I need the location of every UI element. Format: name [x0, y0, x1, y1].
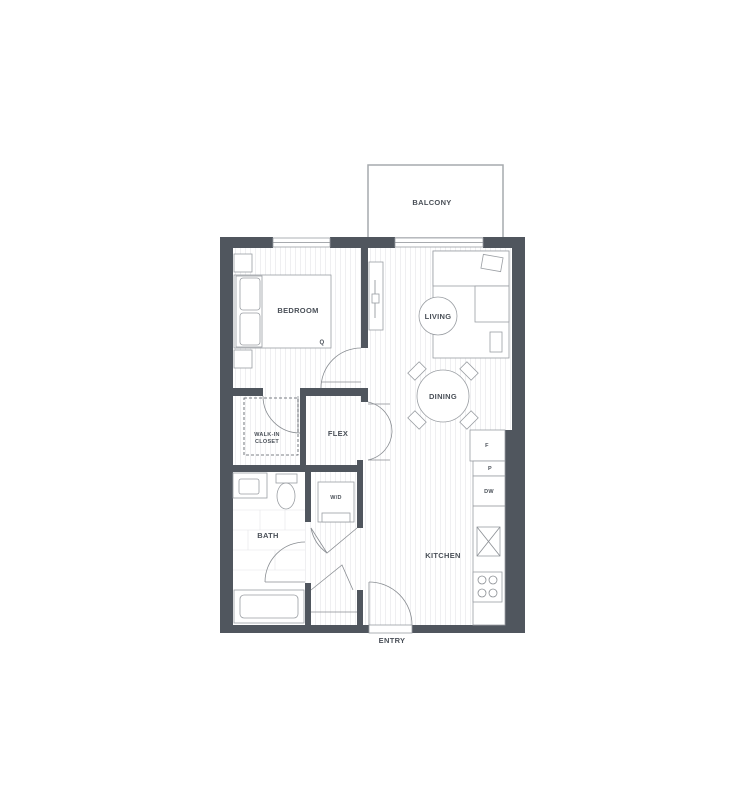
fridge-label: F	[485, 443, 489, 449]
bed	[233, 274, 332, 349]
doors	[262, 347, 413, 626]
vanity-sink	[232, 472, 268, 499]
stove	[472, 571, 503, 603]
room-label-dining: DINING	[429, 392, 457, 401]
room-label-kitchen: KITCHEN	[425, 551, 460, 560]
walls	[220, 237, 525, 633]
room-label-bedroom: BEDROOM	[277, 306, 318, 315]
room-label-closet: CLOSET	[255, 439, 279, 445]
pantry-label: P	[488, 466, 492, 472]
living-table	[418, 296, 458, 336]
windows	[272, 237, 484, 634]
sofa	[432, 250, 510, 359]
dishwasher-label: DW	[484, 489, 494, 495]
nightstand	[233, 253, 253, 273]
closet-outline	[243, 397, 299, 456]
washer-dryer	[317, 481, 355, 523]
room-label-balcony: BALCONY	[412, 198, 451, 207]
sink	[476, 526, 501, 557]
bed-size-label: Q	[320, 340, 325, 346]
toilet	[275, 473, 298, 510]
room-label-walk-in: WALK-IN	[254, 432, 280, 438]
bath-tiles	[233, 509, 305, 571]
dining-set	[407, 361, 479, 430]
room-label-wd: W/D	[330, 495, 342, 501]
room-label-entry: ENTRY	[379, 636, 406, 645]
room-label-flex: FLEX	[328, 429, 348, 438]
room-label-bath: BATH	[257, 531, 278, 540]
nightstand	[233, 349, 253, 369]
balcony	[367, 164, 504, 239]
room-label-living: LIVING	[425, 312, 452, 321]
bathtub	[233, 589, 305, 624]
